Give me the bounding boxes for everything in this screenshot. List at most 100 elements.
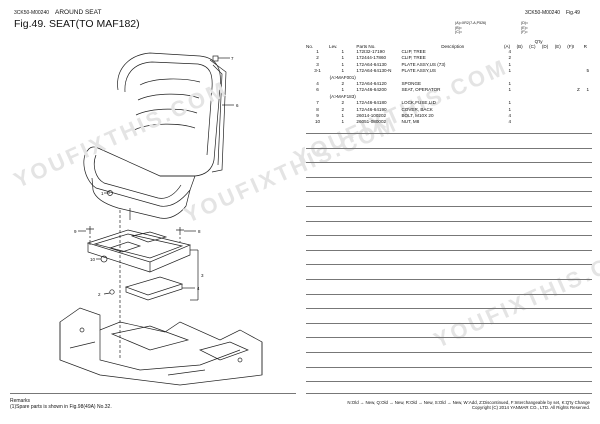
cell-no: 6: [316, 87, 319, 93]
cell-no: 7: [316, 100, 319, 106]
seat-exploded-diagram: 7 6 1 8 9 10 2 3 4: [59, 52, 263, 386]
cell-i: [573, 119, 583, 125]
cell-pn: 172A46-64180: [356, 100, 387, 106]
callout-4: 4: [197, 286, 200, 291]
fig-number-right: Fig.49: [566, 10, 580, 16]
cell-desc: CLIP, TREE: [401, 49, 426, 54]
cell-lev: 1: [341, 61, 344, 67]
cell-desc: LOCK,FUSE,LID: [401, 100, 436, 106]
table-row: (A>MAF001): [306, 75, 592, 81]
table-rule: [306, 293, 592, 295]
cell-a: 2: [508, 55, 512, 61]
cell-desc: CLIP, TREE: [401, 55, 426, 61]
cell-lev: 1: [341, 49, 344, 54]
qty-col-f: (F): [567, 44, 574, 49]
cell-lev: 2: [341, 106, 344, 112]
col-partno: Parts No.: [356, 44, 376, 49]
table-rule: [306, 191, 592, 193]
col-lev: Lev.: [329, 44, 338, 49]
callout-9: 9: [74, 229, 77, 234]
cell-desc: NUT, M8: [401, 119, 420, 125]
cell-no: 3: [316, 61, 319, 67]
cell-lev: 1: [341, 68, 344, 74]
qty-col-b: (B): [516, 44, 523, 49]
cell-pn: 172A64-64130-N: [356, 68, 392, 74]
table-rule: [306, 133, 592, 134]
cell-pn: 26051-080002: [356, 119, 387, 125]
qty-col-d: (D): [541, 44, 549, 49]
cell-pn: 172A64-64120: [356, 80, 387, 86]
callout-6: 6: [236, 103, 239, 108]
cell-empty: [527, 119, 539, 125]
variant-legend-left: (A)=XR2(7-A,P526)(B)=(C)=: [455, 21, 487, 34]
legend-codes: N:Old → New, Q:Old → New, R:Old → New, S…: [347, 400, 590, 405]
qty-col-c: (C): [529, 44, 536, 49]
cell-empty: [516, 119, 528, 125]
cell-pn: 172A64-64130: [356, 61, 387, 67]
figure-title: Fig.49. SEAT(TO MAF182): [14, 18, 140, 30]
cell-lev: (A>MAF183): [329, 93, 356, 99]
table-rule: [306, 381, 592, 383]
callout-2: 2: [98, 292, 101, 297]
remarks-title: Remarks: [10, 398, 31, 404]
cell-empty: [562, 119, 574, 125]
cell-no: 3-1: [314, 68, 321, 74]
cell-lev: 1: [341, 112, 344, 118]
table-rule: [306, 176, 592, 178]
remarks: Remarks (1)Spare parts is shown in Fig.9…: [10, 398, 112, 410]
cell-no: 2: [316, 55, 319, 61]
variant-legend-right: (D)=(E)=(F)=: [521, 21, 529, 34]
cell-a: 1: [508, 80, 512, 86]
cell-no: 4: [316, 80, 319, 86]
model-code-right: 3CK50-M00240: [525, 10, 561, 16]
table-rule: [306, 279, 592, 280]
col-r: R: [583, 44, 587, 49]
qty-col-a: (A): [504, 44, 511, 49]
cell-pn: 172A46-64200: [356, 87, 387, 93]
cell-desc: PLATE ASSY,US: [401, 68, 436, 74]
legend: N:Old → New, Q:Old → New, R:Old → New, S…: [347, 400, 590, 410]
cell-no: 9: [316, 112, 319, 118]
cell-pn: 172444-17860: [356, 55, 387, 61]
cell-r: 1: [586, 87, 590, 93]
table-rule: [306, 162, 592, 164]
col-no: No.: [306, 44, 314, 49]
cell-pn: 172A46-64190: [356, 106, 387, 112]
table-rule: [306, 206, 592, 207]
cell-no: 10: [314, 119, 321, 125]
cell-pn: 172I32-17190: [356, 49, 385, 54]
cell-empty: [539, 119, 551, 125]
cell-desc: BOLT, M10X 20: [401, 112, 434, 118]
table-rule: [306, 352, 592, 353]
col-qty: Q'ty (A) (B) (C) (D) (E) (F): [504, 39, 574, 49]
callout-10: 10: [90, 257, 96, 262]
cell-r: [584, 119, 592, 125]
table-row: 3 1 172A64-64130 PLATE ASSY,US (73) 1: [306, 62, 592, 68]
cell-pn: 26014-100202: [356, 112, 387, 118]
cell-desc: SPONGE: [401, 80, 422, 86]
section-title: AROUND SEAT: [55, 8, 102, 16]
callout-8: 8: [198, 229, 201, 234]
legend-divider: [306, 393, 592, 394]
table-rule: [306, 147, 592, 149]
table-rule: [306, 337, 592, 339]
parts-table: No. Lev. Parts No. Description Q'ty (A) …: [306, 39, 592, 126]
table-rule: [306, 235, 592, 237]
table-rule: [306, 308, 592, 310]
table-rule: [306, 366, 592, 368]
cell-a: 1: [508, 61, 512, 67]
table-rule: [306, 249, 592, 251]
cell-lev: 1: [341, 87, 344, 93]
table-row: 4 2 172A64-64120 SPONGE 1: [306, 81, 592, 87]
watermark-4: YOUFIXTHIS.COM: [430, 235, 600, 353]
remarks-divider: [10, 393, 296, 394]
cell-desc: PLATE ASSY,US (73): [401, 61, 446, 67]
cell-a: 4: [508, 119, 512, 125]
cell-lev: 2: [341, 80, 344, 86]
remarks-line: (1)Spare parts is shown in Fig.98(49A) N…: [10, 404, 112, 410]
